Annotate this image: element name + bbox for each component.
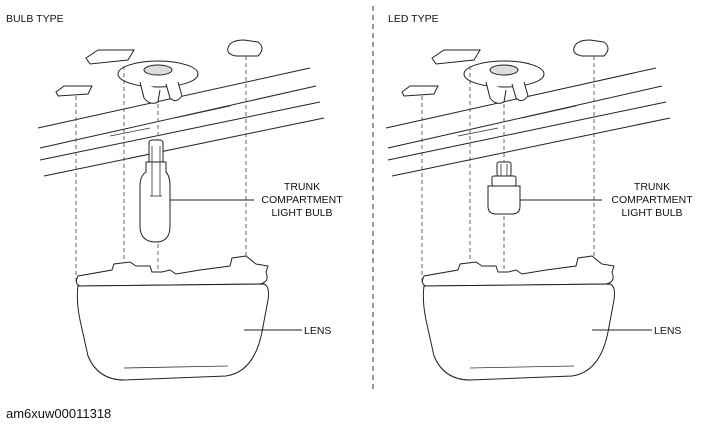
figure-code: am6xuw00011318 [6,406,111,421]
label-lens: LENS [304,325,331,337]
label-bulb-line3: LIGHT BULB [621,207,682,219]
label-bulb-line2: COMPARTMENT [611,194,693,206]
lens [75,255,269,381]
label-lens: LENS [654,325,681,337]
panel-bulb-type: BULB TYPE [6,13,343,381]
bulb-socket [117,60,199,104]
label-bulb-line1: TRUNK [284,181,320,193]
panel-led-type: LED TYPE [385,13,693,381]
label-bulb-line3: LIGHT BULB [271,207,332,219]
bulb-socket [463,60,545,104]
label-bulb-line2: COMPARTMENT [261,194,343,206]
trunk-compartment-light-bulb [487,161,521,215]
trunk-compartment-light-bulb [139,139,171,243]
trunk-body-panel [37,67,325,177]
label-bulb-line1: TRUNK [634,181,670,193]
panel-title-led: LED TYPE [388,13,439,25]
lens [421,255,615,381]
mounting-clip [55,39,263,97]
panel-title-bulb: BULB TYPE [6,13,64,25]
mounting-clip [401,39,609,97]
